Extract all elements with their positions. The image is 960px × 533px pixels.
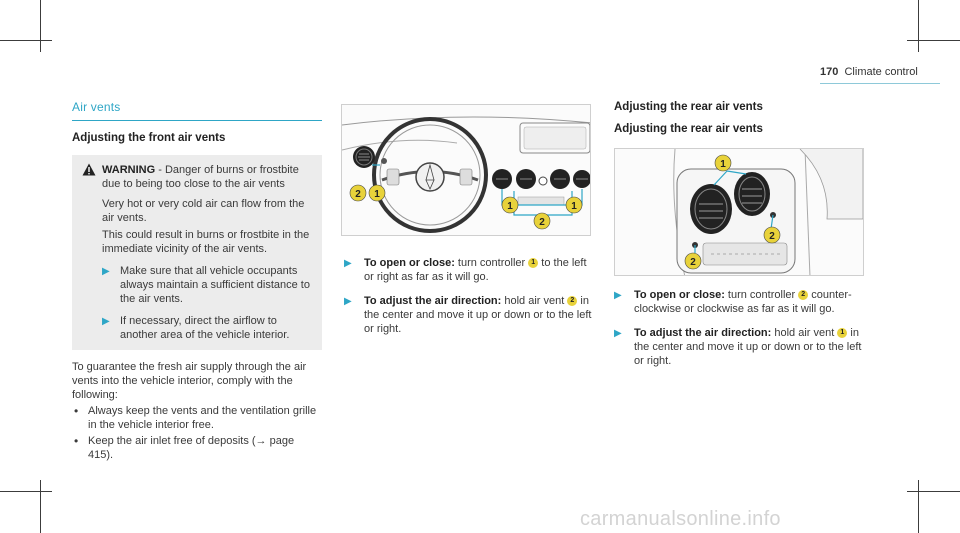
warning-triangle-icon (82, 163, 96, 191)
header-rule (820, 83, 940, 84)
arrow-right-icon: ▶ (102, 266, 110, 277)
list-item: • Keep the air inlet free of deposits (→… (72, 434, 322, 462)
list-item: • Always keep the vents and the ventilat… (72, 404, 322, 432)
warning-title: WARNING - Danger of burns or frostbite d… (102, 163, 312, 191)
instruction-label: To adjust the air direction: (364, 295, 502, 307)
warning-body-2: This could result in burns or frostbite … (102, 229, 310, 255)
warning-title-text: - Danger of burns or frostbite due to be… (102, 164, 299, 190)
front-vents-illustration: 2 1 1 2 1 (341, 104, 591, 236)
instruction-open-close: ▶ To open or close: turn controller 1 to… (344, 256, 594, 284)
instruction-text: hold air vent (771, 327, 838, 339)
right-column: Adjusting the rear air vents Adjusting t… (614, 100, 874, 136)
figure-callout: 1 (374, 189, 380, 200)
warning-step-2-text: If necessary, direct the airflow to anot… (120, 315, 290, 341)
arrow-right-icon: ▶ (344, 296, 352, 307)
callout-badge: 1 (528, 258, 539, 269)
instruction-text: counter-clockwise or clockwise as far as… (634, 289, 852, 315)
bullet-icon: • (74, 404, 79, 418)
bullet-icon: • (74, 434, 79, 448)
warning-label: WARNING (102, 164, 156, 176)
instruction-direction: ▶ To adjust the air direction: hold air … (344, 294, 594, 336)
arrow-right-icon: ▶ (614, 328, 622, 339)
chapter-title: Climate control (844, 66, 918, 78)
warning-step-1-text: Make sure that all vehicle occupants alw… (120, 265, 310, 305)
figure-callout: 2 (539, 217, 545, 228)
page-header: 170 Climate control (820, 66, 918, 78)
arrow-right-icon: ▶ (344, 258, 352, 269)
figure-callout: 1 (507, 201, 513, 212)
page-number: 170 (820, 66, 839, 78)
instruction-text: hold air vent (501, 295, 568, 307)
instruction-text: in the center and move it up or down or … (364, 295, 592, 335)
figure-callout: 1 (571, 201, 577, 212)
section-rule (72, 120, 322, 121)
figure-callout: 2 (769, 231, 775, 242)
figure-callout: 2 (355, 189, 361, 200)
list-item-text: Always keep the vents and the ventilatio… (88, 405, 317, 431)
warning-body-1: Very hot or very cold air can flow from … (102, 198, 305, 224)
instruction-label: To adjust the air direction: (634, 327, 772, 339)
watermark: carmanualsonline.info (580, 508, 781, 530)
callout-badge: 1 (837, 328, 848, 339)
instruction-open-close-rear: ▶ To open or close: turn controller 2 co… (614, 288, 874, 316)
rear-heading-2: Adjusting the rear air vents (614, 123, 763, 135)
warning-step-1: ▶ Make sure that all vehicle occupants a… (82, 264, 312, 306)
instruction-text: turn controller (454, 257, 529, 269)
instruction-text: turn controller (724, 289, 799, 301)
instruction-text: in the center and move it up or down or … (634, 327, 862, 367)
rear-heading-1: Adjusting the rear air vents (614, 101, 763, 113)
left-column: Air vents Adjusting the front air vents … (72, 100, 322, 462)
figure-callout: 1 (720, 159, 726, 170)
rear-vents-illustration: 1 2 2 (614, 148, 864, 276)
instruction-label: To open or close: (634, 289, 725, 301)
figure-callout: 2 (690, 257, 696, 268)
section-title: Air vents (72, 100, 121, 114)
warning-step-2: ▶ If necessary, direct the airflow to an… (82, 314, 312, 342)
right-instructions: ▶ To open or close: turn controller 2 co… (614, 288, 874, 368)
callout-badge: 2 (567, 296, 578, 307)
instruction-text: to the left or right as far as it will g… (364, 257, 587, 283)
subheading: Adjusting the front air vents (72, 132, 226, 144)
instruction-label: To open or close: (364, 257, 455, 269)
middle-column: ▶ To open or close: turn controller 1 to… (344, 246, 594, 336)
warning-box: WARNING - Danger of burns or frostbite d… (72, 155, 322, 350)
arrow-right-icon: ▶ (102, 316, 110, 327)
arrow-right-icon: ▶ (614, 290, 622, 301)
list-item-text: Keep the air inlet free of deposits (→ p… (88, 435, 295, 461)
callout-badge: 2 (798, 290, 809, 301)
instruction-direction-rear: ▶ To adjust the air direction: hold air … (614, 326, 874, 368)
intro-paragraph: To guarantee the fresh air supply throug… (72, 361, 307, 401)
